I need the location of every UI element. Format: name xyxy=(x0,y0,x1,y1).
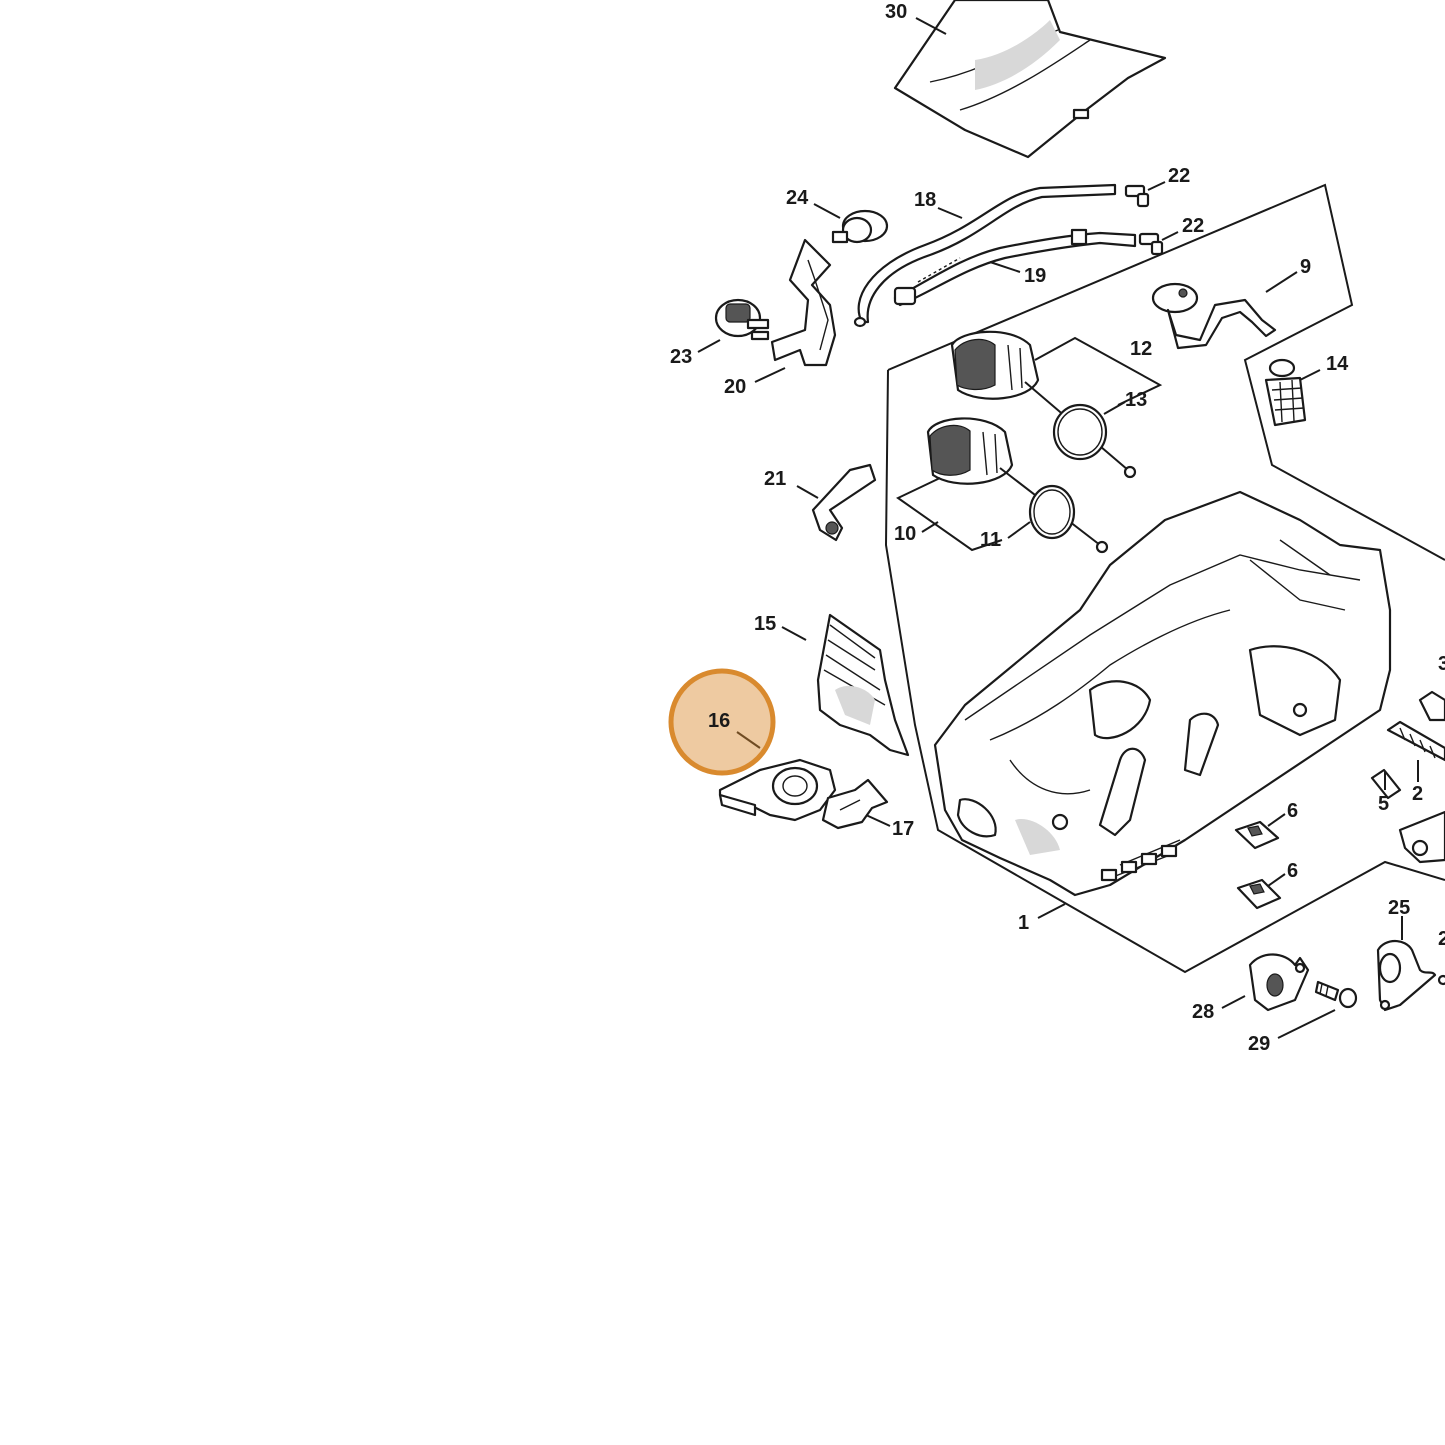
part-1-housing[interactable] xyxy=(933,490,1392,897)
label-15: 15 xyxy=(754,613,776,635)
label-11: 11 xyxy=(980,529,1001,551)
label-26: 2 xyxy=(1438,928,1445,950)
label-13: 13 xyxy=(1125,389,1147,411)
label-29: 29 xyxy=(1248,1033,1270,1055)
part-26-edge[interactable] xyxy=(1437,974,1445,986)
part-2-bolt[interactable] xyxy=(1386,720,1445,762)
part-22-fitting-a[interactable] xyxy=(1124,184,1150,208)
label-9: 9 xyxy=(1300,256,1311,278)
label-1: 1 xyxy=(1018,912,1029,934)
part-10-cap-lower[interactable] xyxy=(926,417,1109,554)
label-24: 24 xyxy=(786,187,809,209)
label-6a: 6 xyxy=(1287,800,1298,822)
part-17-clip[interactable] xyxy=(821,778,889,830)
part-25-bearing[interactable] xyxy=(1376,939,1437,1012)
part-12-cap-upper[interactable] xyxy=(950,330,1137,479)
part-23-valve[interactable] xyxy=(714,298,770,341)
part-6-mount-a[interactable] xyxy=(1234,820,1280,850)
part-9-hose[interactable] xyxy=(1151,282,1277,350)
group-bracket-12-13 xyxy=(1034,336,1163,406)
label-3: 3 xyxy=(1438,653,1445,675)
label-10: 10 xyxy=(894,523,916,545)
part-28-bracket[interactable] xyxy=(1248,953,1310,1012)
part-21-elbow[interactable] xyxy=(811,463,877,542)
label-16: 16 xyxy=(708,710,730,732)
label-22b: 22 xyxy=(1182,215,1204,237)
part-18-19-hoses[interactable] xyxy=(853,183,1137,328)
label-14: 14 xyxy=(1326,353,1349,375)
label-20: 20 xyxy=(724,376,746,398)
label-17: 17 xyxy=(892,818,914,840)
label-6b: 6 xyxy=(1287,860,1298,882)
part-right-bracket[interactable] xyxy=(1398,810,1445,864)
part-24-primer[interactable] xyxy=(831,209,889,244)
part-22-fitting-b[interactable] xyxy=(1138,232,1164,256)
part-13-oring-upper[interactable] xyxy=(1052,403,1108,461)
part-14-filter[interactable] xyxy=(1264,358,1307,427)
label-22a: 22 xyxy=(1168,165,1190,187)
label-21: 21 xyxy=(764,468,786,490)
part-16-component[interactable] xyxy=(718,758,837,822)
part-20-bracket[interactable] xyxy=(770,238,837,367)
label-19: 19 xyxy=(1024,265,1046,287)
part-30-cover[interactable] xyxy=(893,0,1167,159)
part-6-mount-b[interactable] xyxy=(1236,878,1282,910)
leader-lines xyxy=(697,17,1419,1039)
label-2: 2 xyxy=(1412,783,1423,805)
part-number-labels: 30 24 18 22 22 19 9 23 20 12 14 13 21 10… xyxy=(670,1,1445,1055)
part-3-bolt[interactable] xyxy=(1418,690,1445,722)
part-15-shield[interactable] xyxy=(816,613,910,757)
label-5: 5 xyxy=(1378,793,1389,815)
label-23: 23 xyxy=(670,346,692,368)
part-11-oring-lower[interactable] xyxy=(1028,484,1076,540)
label-28: 28 xyxy=(1192,1001,1214,1023)
label-25: 25 xyxy=(1388,897,1410,919)
part-29-screw[interactable] xyxy=(1314,980,1358,1009)
label-30: 30 xyxy=(885,1,907,23)
highlight-circle xyxy=(668,668,776,776)
label-12: 12 xyxy=(1130,338,1152,360)
label-18: 18 xyxy=(914,189,936,211)
housing-group-outline xyxy=(884,183,1445,974)
